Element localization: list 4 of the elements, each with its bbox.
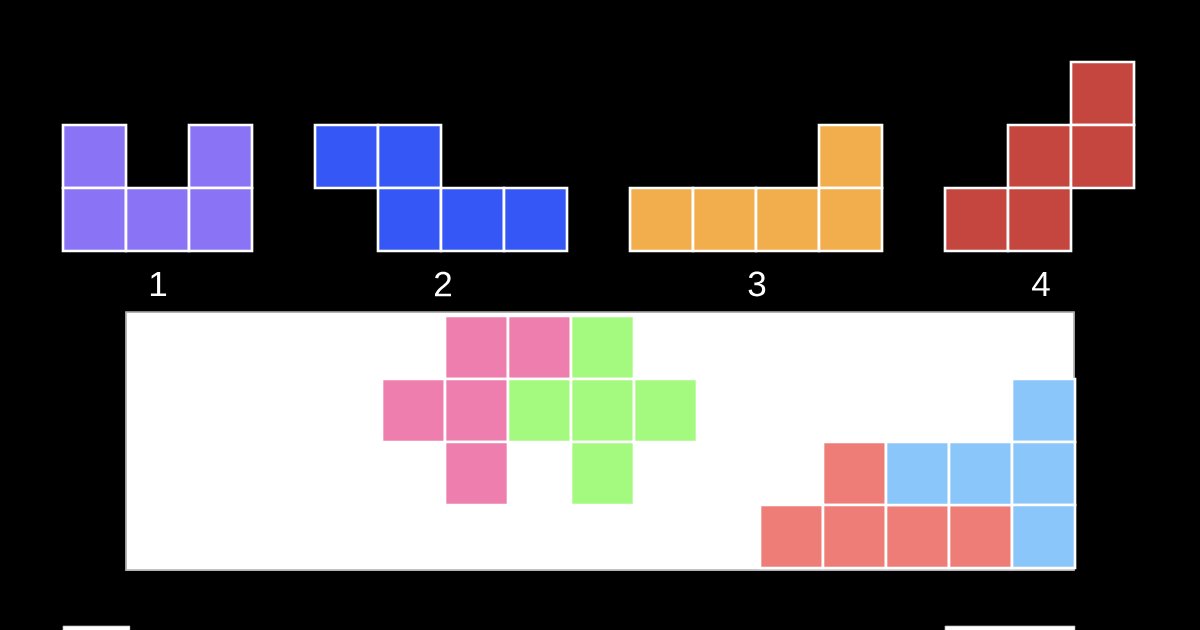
number-label: 4 (1032, 271, 1050, 297)
number-label: 2 (435, 271, 451, 297)
number-label: 3 (748, 271, 766, 297)
number-label: 1 (150, 271, 167, 297)
